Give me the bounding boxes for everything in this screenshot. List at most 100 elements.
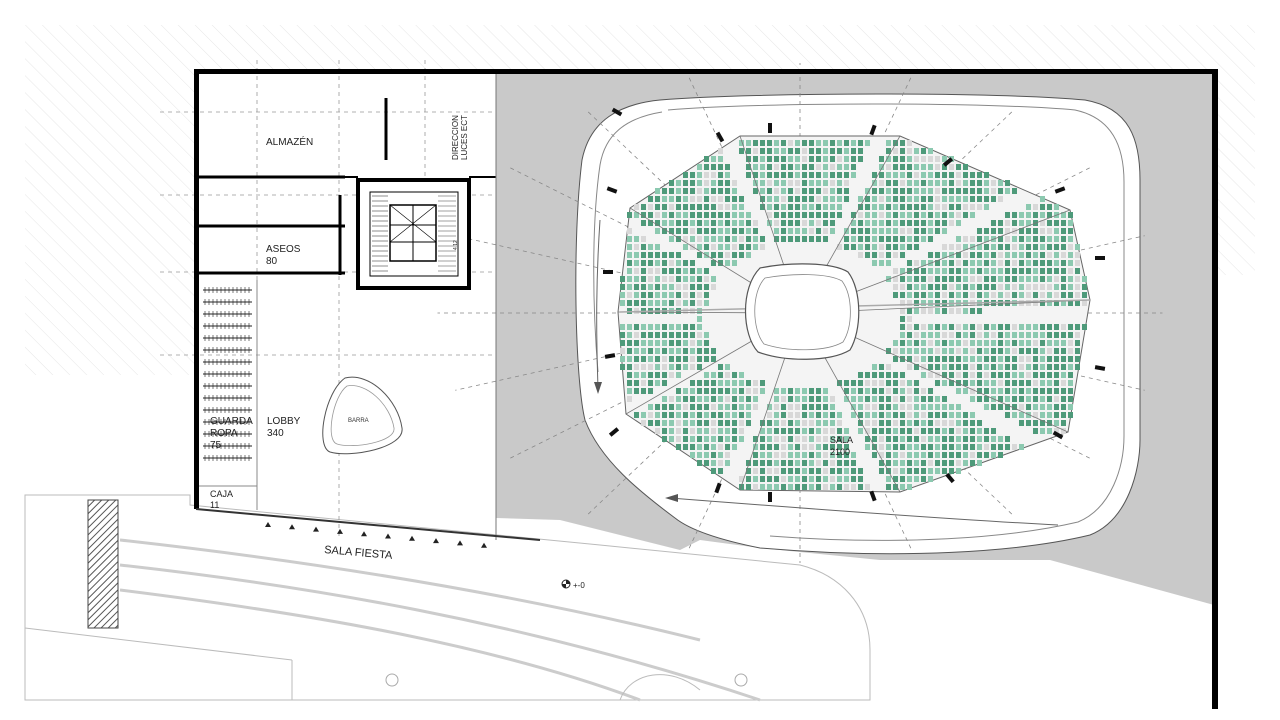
seat	[718, 420, 723, 426]
seat	[795, 204, 800, 210]
seat	[942, 436, 947, 442]
seat	[732, 260, 737, 266]
seat	[949, 196, 954, 202]
seat	[844, 188, 849, 194]
seat	[893, 348, 898, 354]
seat	[956, 412, 961, 418]
seat	[725, 444, 730, 450]
seat	[970, 420, 975, 426]
seat	[718, 260, 723, 266]
seat	[697, 244, 702, 250]
seat	[1033, 276, 1038, 282]
seat	[697, 388, 702, 394]
seat	[928, 388, 933, 394]
seat	[928, 468, 933, 474]
seat	[732, 196, 737, 202]
seat	[704, 444, 709, 450]
seat	[977, 348, 982, 354]
seat	[998, 452, 1003, 458]
seat	[746, 460, 751, 466]
seat	[683, 172, 688, 178]
seat	[732, 180, 737, 186]
seat	[1047, 396, 1052, 402]
seat	[823, 444, 828, 450]
seat	[998, 396, 1003, 402]
seat	[1033, 212, 1038, 218]
seat	[956, 220, 961, 226]
seat	[1012, 236, 1017, 242]
seat	[788, 164, 793, 170]
seat	[1005, 380, 1010, 386]
seat	[935, 340, 940, 346]
seat	[795, 428, 800, 434]
seat	[1026, 388, 1031, 394]
seat	[1054, 332, 1059, 338]
seat	[690, 452, 695, 458]
seat	[914, 228, 919, 234]
seat	[641, 348, 646, 354]
seat	[935, 284, 940, 290]
seat	[669, 364, 674, 370]
seat	[921, 172, 926, 178]
seat	[704, 204, 709, 210]
seat	[781, 196, 786, 202]
seat	[711, 412, 716, 418]
seat	[893, 404, 898, 410]
seat	[676, 300, 681, 306]
seat	[949, 284, 954, 290]
seat	[935, 220, 940, 226]
seat	[977, 364, 982, 370]
seat	[998, 236, 1003, 242]
seat	[879, 452, 884, 458]
seat	[1061, 212, 1066, 218]
seat	[991, 364, 996, 370]
seat	[907, 284, 912, 290]
seat	[837, 244, 842, 250]
seat	[900, 300, 905, 306]
seat	[676, 396, 681, 402]
seat	[802, 164, 807, 170]
seat	[851, 388, 856, 394]
seat	[963, 412, 968, 418]
seat	[718, 396, 723, 402]
seat	[851, 404, 856, 410]
seat	[844, 172, 849, 178]
seat	[956, 260, 961, 266]
seat	[641, 284, 646, 290]
seat	[1068, 396, 1073, 402]
seat	[949, 332, 954, 338]
seat	[928, 444, 933, 450]
seat	[718, 220, 723, 226]
seat	[851, 164, 856, 170]
seat	[837, 428, 842, 434]
seat	[774, 140, 779, 146]
seat	[774, 172, 779, 178]
seat	[711, 436, 716, 442]
seat	[998, 188, 1003, 194]
seat	[907, 324, 912, 330]
seat	[662, 412, 667, 418]
seat	[753, 140, 758, 146]
seat	[683, 284, 688, 290]
seat	[886, 236, 891, 242]
seat	[823, 172, 828, 178]
seat	[844, 436, 849, 442]
seat	[704, 276, 709, 282]
seat	[837, 156, 842, 162]
seat	[977, 188, 982, 194]
seat	[697, 356, 702, 362]
seat	[886, 372, 891, 378]
seat	[963, 180, 968, 186]
seat	[900, 476, 905, 482]
seat	[697, 268, 702, 274]
seat	[914, 308, 919, 314]
seat	[858, 212, 863, 218]
seat	[963, 252, 968, 258]
seat	[830, 204, 835, 210]
seat	[662, 292, 667, 298]
seat	[1005, 180, 1010, 186]
seat	[928, 292, 933, 298]
seat	[942, 220, 947, 226]
seat	[711, 252, 716, 258]
seat	[1026, 268, 1031, 274]
